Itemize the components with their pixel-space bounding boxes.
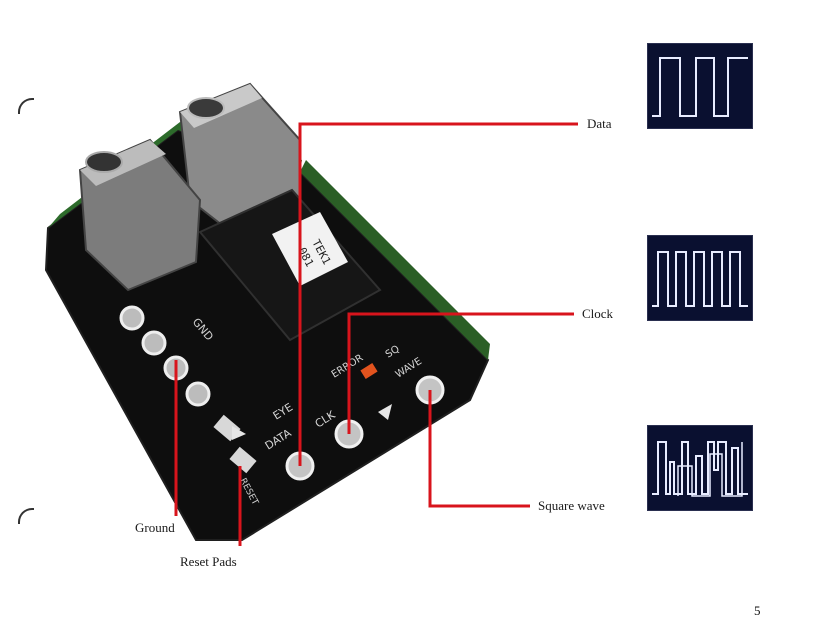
label-ground: Ground <box>135 520 175 535</box>
page-number: 5 <box>754 603 761 618</box>
error-led <box>360 363 378 379</box>
scope-square-wave-waveform <box>647 425 753 511</box>
scope-data-waveform <box>647 43 753 129</box>
label-square-wave: Square wave <box>538 498 605 513</box>
scope-clock-waveform <box>647 235 753 321</box>
label-data: Data <box>587 116 612 131</box>
label-reset-pads: Reset Pads <box>180 554 237 569</box>
binder-mark-bottom <box>18 508 34 524</box>
binder-mark-top <box>18 98 34 114</box>
callout-clock-line <box>347 312 574 434</box>
callout-square-wave-line <box>428 390 530 508</box>
label-clock: Clock <box>582 306 614 321</box>
callout-data-line <box>298 122 578 466</box>
